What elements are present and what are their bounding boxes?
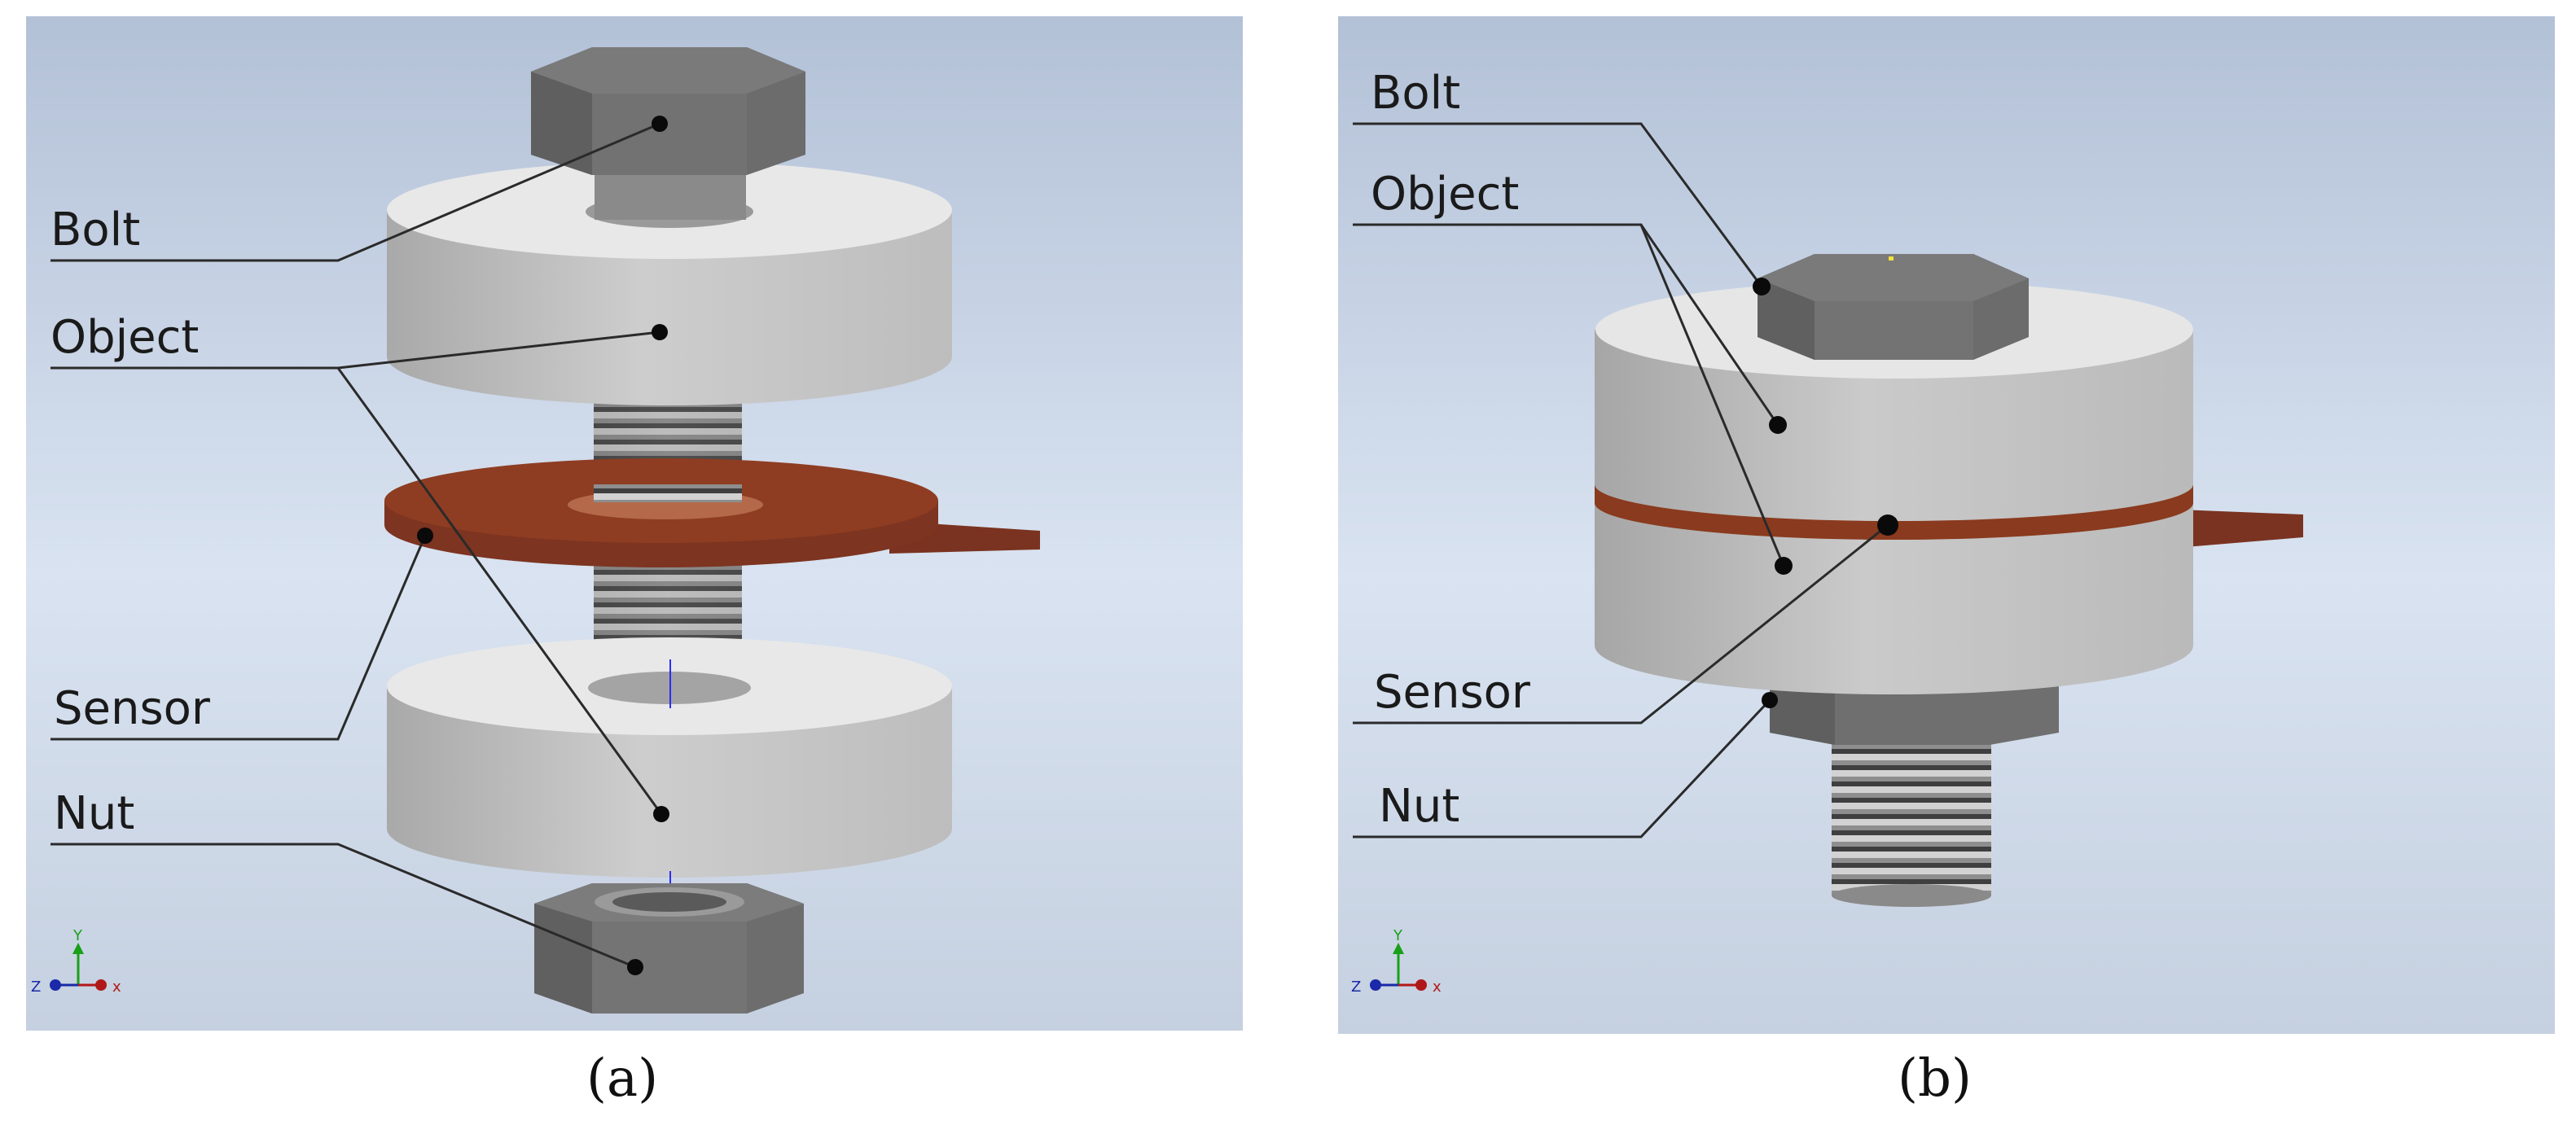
leader-lines	[1353, 122, 1889, 838]
panel-assembled-view: Bolt Object Sensor Nut Y Z x	[1338, 16, 2555, 1034]
exploded-assembly-render: Bolt Object Sensor Nut Y Z x	[26, 16, 1243, 1031]
caption-a: (a)	[586, 1049, 659, 1109]
label-object: Object	[50, 311, 199, 364]
leader-lines	[50, 122, 663, 969]
lower-object-cylinder	[387, 637, 952, 920]
label-bolt: Bolt	[1371, 67, 1460, 120]
label-object: Object	[1371, 168, 1519, 221]
assembled-render: Bolt Object Sensor Nut Y Z x	[1338, 16, 2555, 1034]
axis-y-label: Y	[1393, 927, 1403, 944]
leader-endpoints	[1753, 278, 1898, 708]
label-bolt: Bolt	[50, 204, 140, 256]
label-sensor: Sensor	[1374, 666, 1531, 719]
axis-x-label: x	[112, 979, 121, 996]
axis-z-label: Z	[31, 979, 41, 996]
bolt-head	[531, 47, 805, 175]
axis-y-label: Y	[72, 927, 83, 944]
nut	[534, 883, 804, 1014]
axis-triad: Y Z x	[1351, 927, 1442, 996]
leader-endpoints	[417, 116, 669, 975]
axis-z-label: Z	[1351, 979, 1361, 996]
bolt-threaded-end	[1832, 733, 1991, 907]
axis-x-label: x	[1433, 979, 1442, 996]
sensor-plate	[384, 458, 1040, 567]
bolt-head	[1758, 254, 2029, 360]
label-nut: Nut	[1379, 780, 1459, 833]
panel-exploded-view: Bolt Object Sensor Nut Y Z x	[26, 16, 1243, 1031]
caption-b: (b)	[1898, 1049, 1972, 1109]
label-nut: Nut	[54, 787, 134, 840]
axis-triad: Y Z x	[31, 927, 121, 996]
label-sensor: Sensor	[54, 682, 211, 735]
